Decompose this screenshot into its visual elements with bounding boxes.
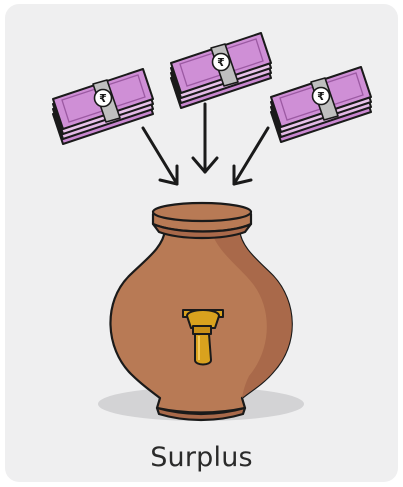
- down-arrow-icon: [193, 104, 217, 172]
- rupee-note-bundle-icon: [171, 33, 271, 108]
- down-arrow-icon: [143, 128, 177, 184]
- rupee-note-bundle-icon: [53, 69, 153, 144]
- surplus-card: ₹: [5, 4, 398, 482]
- down-arrow-icon: [234, 128, 268, 184]
- surplus-illustration: ₹: [5, 4, 398, 482]
- rupee-note-bundle-icon: [271, 67, 371, 142]
- caption-label: Surplus: [5, 442, 398, 473]
